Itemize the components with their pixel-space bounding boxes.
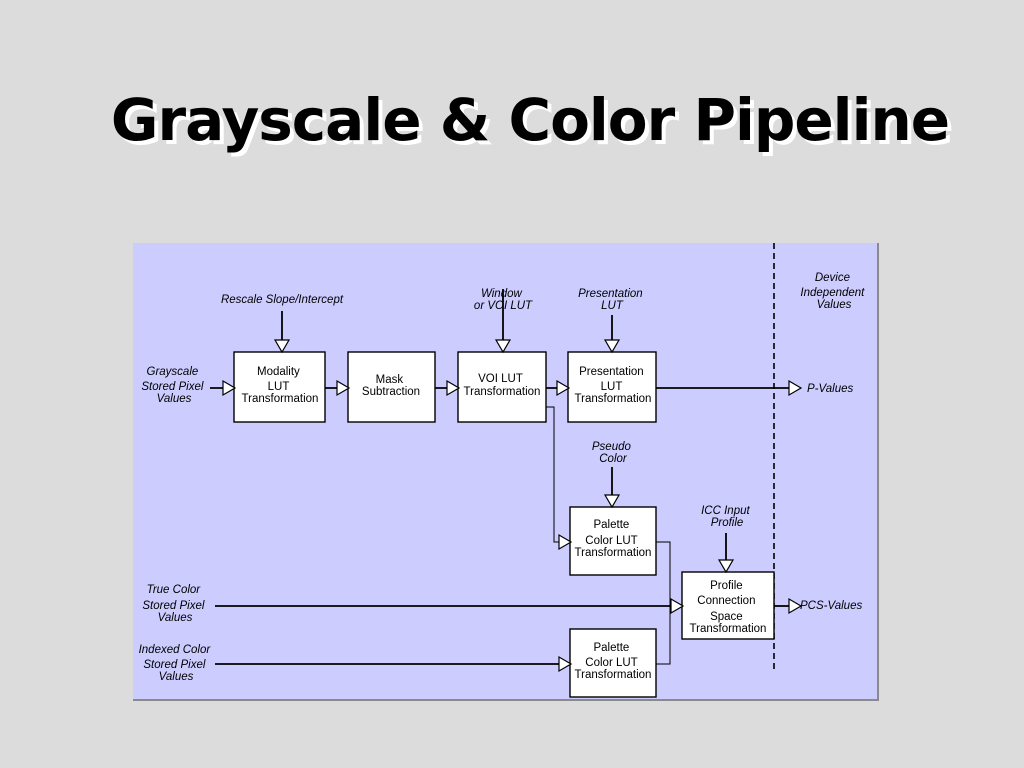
arrowhead xyxy=(670,597,685,615)
slide-title: Grayscale & Color Pipeline xyxy=(110,86,950,154)
arrowhead xyxy=(494,339,512,354)
arrowhead xyxy=(603,339,621,354)
voi-lut-box-text: VOI LUT Transformation xyxy=(464,373,541,398)
palette-color-lut-box-indexed-text: Palette Color LUT Transformation xyxy=(575,642,652,681)
voi-lut-box xyxy=(457,351,547,423)
presentation-lut-box-text: Presentation LUT Transformation xyxy=(575,366,652,405)
arrowhead xyxy=(717,559,735,574)
icc-input-profile-label: ICC Input Profile xyxy=(701,505,753,529)
window-voi-lut-label: Window or VOI LUT xyxy=(474,288,533,312)
grayscale-input-label: Grayscale Stored Pixel Values xyxy=(141,366,206,405)
pipeline-diagram: Modality LUT Transformation Mask Subtrac… xyxy=(139,243,867,698)
modality-lut-box xyxy=(233,351,326,423)
modality-lut-box-text: Modality LUT Transformation xyxy=(242,366,319,405)
arrowhead xyxy=(558,655,573,673)
arrowhead xyxy=(558,533,573,551)
indexed-color-input-label: Indexed Color Stored Pixel Values xyxy=(139,644,214,683)
palette-color-lut-box-pseudo-text: Palette Color LUT Transformation xyxy=(575,519,652,559)
true-color-input-label: True Color Stored Pixel Values xyxy=(142,584,207,624)
mask-subtraction-box-text: Mask Subtraction xyxy=(362,374,420,398)
pcs-transformation-box xyxy=(681,571,775,640)
arrowhead xyxy=(788,379,803,397)
arrowhead xyxy=(603,494,621,509)
presentation-lut-box xyxy=(567,351,657,423)
device-independent-values-label: Device Independent Values xyxy=(800,272,867,311)
arrowhead xyxy=(446,379,461,397)
arrowhead xyxy=(336,379,351,397)
pcs-values-label: PCS-Values xyxy=(800,600,862,612)
arrowhead xyxy=(273,339,291,354)
mask-subtraction-box xyxy=(347,351,436,423)
arrowhead xyxy=(222,379,237,397)
pcs-transformation-box-text: Profile Connection Space Transformation xyxy=(690,580,767,635)
connector-palettes-merge xyxy=(656,541,671,665)
connector-voi-to-palette-pseudo xyxy=(546,406,559,543)
arrowhead xyxy=(556,379,571,397)
arrowhead xyxy=(788,597,803,615)
presentation-lut-input-label: Presentation LUT xyxy=(578,288,646,312)
pseudo-color-label: Pseudo Color xyxy=(592,441,634,465)
p-values-label: P-Values xyxy=(807,383,853,395)
rescale-slope-intercept-label: Rescale Slope/Intercept xyxy=(221,294,344,306)
